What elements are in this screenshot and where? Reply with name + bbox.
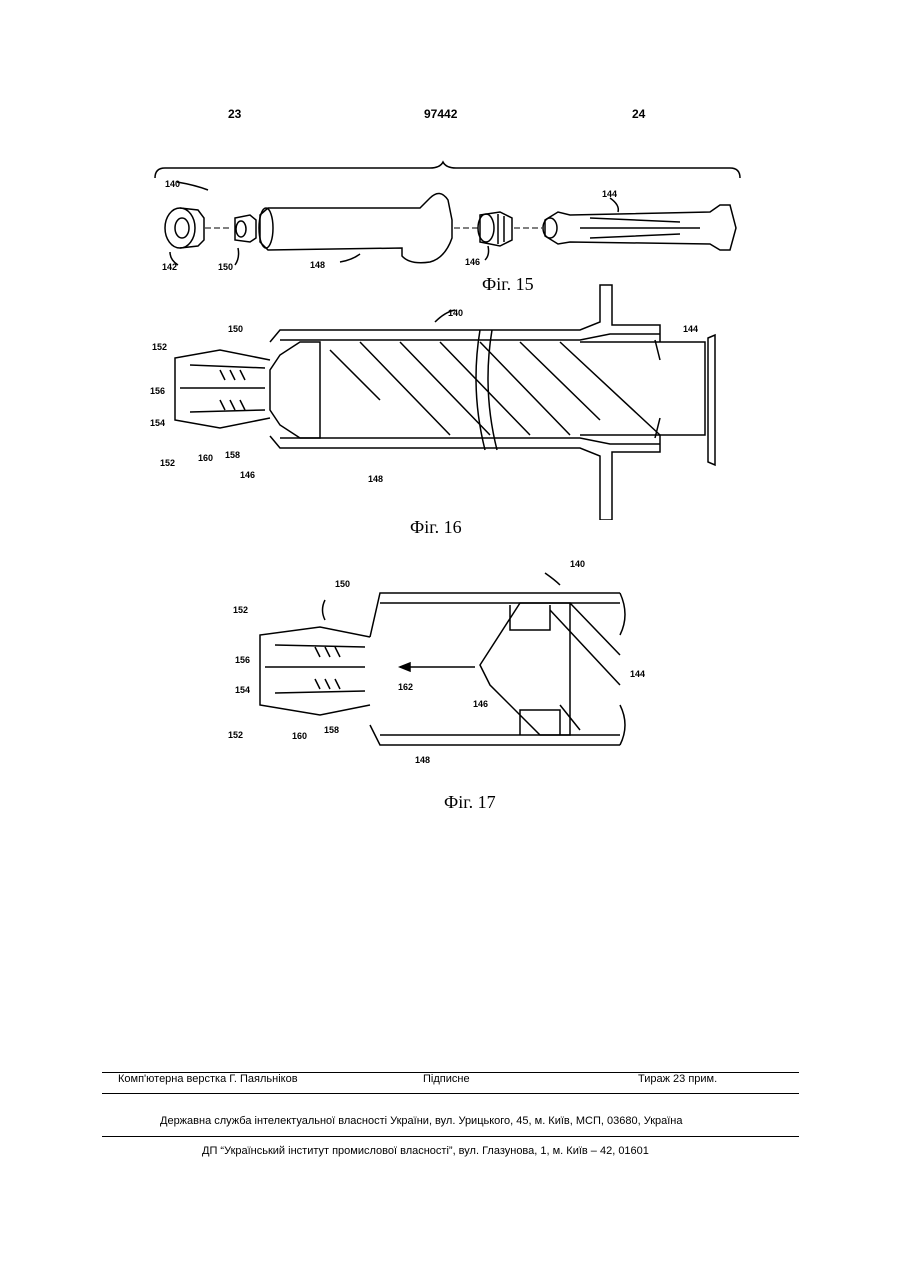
fig15-label-148: 148 <box>310 260 325 270</box>
figure-17-caption: Фіг. 17 <box>444 792 496 813</box>
fig17-label-140: 140 <box>570 559 585 569</box>
patent-number: 97442 <box>424 107 457 121</box>
fig16-label-140: 140 <box>448 308 463 318</box>
figure-16-caption: Фіг. 16 <box>410 517 462 538</box>
footer-address-office: Державна служба інтелектуальної власност… <box>160 1115 683 1127</box>
footer-address-institute: ДП “Український інститут промислової вла… <box>202 1145 649 1157</box>
fig17-label-148: 148 <box>415 755 430 765</box>
figure-17-drawing: 150 140 152 156 154 152 160 158 162 146 … <box>220 555 660 775</box>
fig16-label-158: 158 <box>225 450 240 460</box>
fig16-label-152-top: 152 <box>152 342 167 352</box>
fig17-label-150: 150 <box>335 579 350 589</box>
fig15-label-146: 146 <box>465 257 480 267</box>
fig17-label-152-top: 152 <box>233 605 248 615</box>
fig17-label-156: 156 <box>235 655 250 665</box>
fig16-label-156: 156 <box>150 386 165 396</box>
fig17-label-162: 162 <box>398 682 413 692</box>
footer-layout-credit: Комп'ютерна верстка Г. Паяльніков <box>118 1073 298 1085</box>
footer-rule-middle <box>102 1093 799 1094</box>
fig17-label-144: 144 <box>630 669 645 679</box>
footer-signed: Підписне <box>423 1073 470 1085</box>
fig17-label-152-bottom: 152 <box>228 730 243 740</box>
fig15-label-140: 140 <box>165 179 180 189</box>
fig16-label-146: 146 <box>240 470 255 480</box>
fig15-label-144: 144 <box>602 189 617 199</box>
page-number-left: 23 <box>228 107 241 121</box>
fig16-label-160: 160 <box>198 453 213 463</box>
figure-16-drawing: 150 140 144 152 156 154 152 160 158 146 … <box>140 280 760 520</box>
fig16-label-144: 144 <box>683 324 698 334</box>
footer-rule-bottom <box>102 1136 799 1137</box>
fig16-label-154: 154 <box>150 418 165 428</box>
figure-15-drawing: 140 142 150 148 146 144 <box>140 160 760 280</box>
fig15-label-142: 142 <box>162 262 177 272</box>
fig16-label-152-bottom: 152 <box>160 458 175 468</box>
fig16-label-150: 150 <box>228 324 243 334</box>
fig16-label-148: 148 <box>368 474 383 484</box>
fig15-label-150: 150 <box>218 262 233 272</box>
fig17-label-146: 146 <box>473 699 488 709</box>
footer-circulation: Тираж 23 прим. <box>638 1073 717 1085</box>
fig17-label-158: 158 <box>324 725 339 735</box>
page-number-right: 24 <box>632 107 645 121</box>
fig17-label-160: 160 <box>292 731 307 741</box>
fig17-label-154: 154 <box>235 685 250 695</box>
